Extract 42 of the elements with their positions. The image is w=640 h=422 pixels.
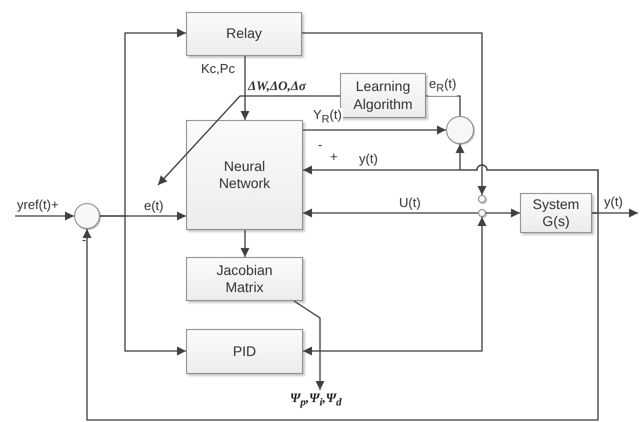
edge-label: yref(t)+ bbox=[16, 198, 60, 212]
sign-label: - bbox=[82, 233, 86, 246]
block-label: PID bbox=[232, 342, 256, 360]
switch-contact bbox=[478, 195, 486, 203]
arrow bbox=[302, 32, 486, 195]
edge-label: ΔW,ΔO,Δσ bbox=[247, 79, 307, 94]
edge-label: U(t) bbox=[398, 196, 422, 210]
edge-label: y(t) bbox=[358, 152, 379, 166]
block-label: System G(s) bbox=[532, 196, 580, 230]
process-box bbox=[186, 120, 303, 230]
process-box bbox=[186, 329, 303, 374]
summing-junction bbox=[74, 203, 100, 229]
arrow bbox=[303, 126, 446, 134]
process-box bbox=[520, 193, 592, 233]
edge-label: e$_{R}$(t) bbox=[428, 77, 458, 96]
arrow bbox=[82, 212, 599, 421]
edge-label: Kc,Pc bbox=[200, 62, 236, 76]
arrow bbox=[303, 208, 478, 218]
edge-label: e(t) bbox=[143, 199, 164, 214]
sign-label: + bbox=[330, 150, 338, 163]
arrow bbox=[294, 300, 324, 390]
summing-junction bbox=[446, 116, 474, 144]
block-label: Neural Network bbox=[218, 158, 272, 192]
arrow bbox=[240, 230, 250, 257]
block-label: Learning Algorithm bbox=[352, 78, 414, 113]
process-box bbox=[340, 73, 426, 118]
block-label: Relay bbox=[226, 25, 262, 43]
switch-contact bbox=[478, 209, 486, 217]
arrow bbox=[100, 215, 186, 356]
block-label: Jacobian Matrix bbox=[215, 262, 274, 296]
output-parameters-text: Ψ$_{p}$,Ψ$_{i}$,Ψ$_{d}$ bbox=[290, 390, 342, 409]
process-box bbox=[186, 257, 303, 301]
sign-label: - bbox=[318, 138, 322, 151]
edge-label: y(t) bbox=[603, 195, 624, 210]
arrow bbox=[15, 212, 74, 220]
arrow bbox=[456, 144, 599, 214]
arrow bbox=[240, 56, 250, 120]
arrow bbox=[303, 217, 486, 356]
arrow bbox=[158, 95, 340, 186]
process-box bbox=[186, 12, 302, 56]
connector-line bbox=[426, 95, 461, 116]
arrow bbox=[486, 208, 520, 218]
